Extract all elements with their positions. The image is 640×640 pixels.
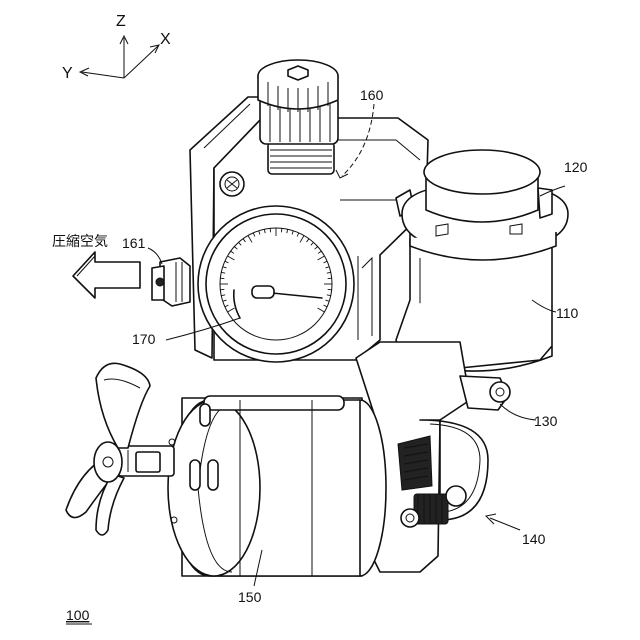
figure-number: 100	[66, 607, 90, 623]
label-140: 140	[522, 531, 546, 547]
label-170: 170	[132, 331, 156, 347]
pressure-gauge	[198, 206, 354, 362]
label-160: 160	[360, 87, 384, 103]
axis-z-label: Z	[116, 13, 126, 30]
label-161: 161	[122, 235, 146, 251]
label-110: 110	[556, 305, 579, 321]
label-130: 130	[534, 413, 558, 429]
axis-y-label: Y	[62, 65, 73, 82]
label-150: 150	[238, 589, 262, 605]
air-flow-label: 圧縮空気	[52, 233, 108, 249]
outlet-fitting	[152, 258, 190, 306]
motor	[118, 396, 386, 576]
label-120: 120	[564, 159, 588, 175]
axis-x-label: X	[160, 31, 171, 48]
air-flow-arrow	[73, 252, 140, 298]
axis-triad: Z X Y	[62, 13, 171, 82]
regulator-knob	[258, 60, 338, 174]
